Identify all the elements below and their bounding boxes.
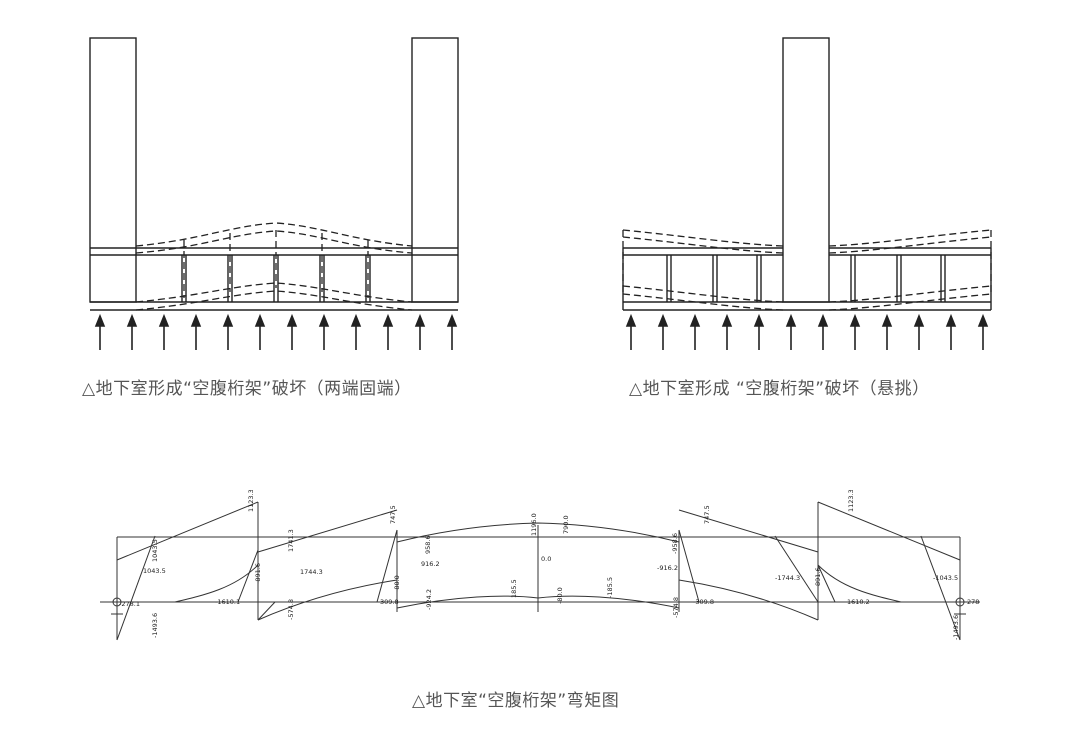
moment-label: 278	[967, 598, 979, 606]
moment-label: -924.2	[425, 589, 433, 610]
moment-label: 1610.2	[847, 598, 870, 606]
bending-moment-diagram: 1123.3 1043.5 1043.5 -1493.6 -278.1 -161…	[100, 490, 980, 641]
right-tower	[411, 37, 459, 303]
moment-label: -1043.5	[933, 574, 958, 582]
moment-label: -891.6	[254, 563, 262, 584]
moment-label: -574.8	[287, 599, 295, 620]
moment-label: -185.5	[606, 577, 614, 598]
moment-label: 1123.3	[847, 490, 855, 512]
caption-fixed-ends: △地下室形成“空腹桁架”破坏（两端固端）	[82, 379, 412, 399]
moment-label: 1196.0	[530, 513, 538, 536]
left-tower	[89, 37, 137, 303]
moment-values: 1123.3 1043.5 1043.5 -1493.6 -278.1 -161…	[119, 490, 979, 640]
moment-label: 747.5	[703, 505, 711, 524]
moment-label: 747.5	[389, 505, 397, 524]
moment-label: -1493.6	[952, 615, 960, 640]
moment-label: 916.2	[421, 560, 440, 568]
caption-moment-diagram: △地下室“空腹桁架”弯矩图	[412, 691, 620, 711]
moment-label: -309.8	[693, 598, 714, 606]
moment-label: 1741.3	[287, 529, 295, 552]
reaction-arrows	[625, 313, 989, 350]
moment-label: 309.8	[380, 598, 399, 606]
center-tower	[782, 37, 830, 303]
moment-label: -278.1	[119, 600, 140, 608]
moment-label: -1744.3	[775, 574, 800, 582]
moment-label: 185.5	[510, 579, 518, 598]
moment-label: 891.6	[814, 567, 822, 586]
moment-label: 1043.5	[143, 567, 166, 575]
moment-label: 0.0	[541, 555, 551, 563]
diagram-fixed-ends	[89, 37, 459, 350]
moment-label: 1123.3	[247, 490, 255, 512]
moment-label: -916.2	[657, 564, 678, 572]
moment-label: 1043.5	[151, 539, 159, 562]
caption-cantilever: △地下室形成 “空腹桁架”破坏（悬挑）	[629, 379, 930, 399]
moment-label: -574.8	[672, 597, 680, 618]
moment-label: -80.0	[393, 575, 401, 592]
moment-label: -958.6	[671, 533, 679, 554]
moment-label: 1744.3	[300, 568, 323, 576]
moment-label: 790.0	[562, 515, 570, 534]
moment-label: 958.6	[424, 535, 432, 554]
moment-label: -1610.1	[215, 598, 240, 606]
diagram-cantilever	[622, 37, 992, 350]
moment-label: -1493.6	[151, 613, 159, 638]
reaction-arrows	[94, 313, 458, 350]
moment-label: -80.0	[556, 587, 564, 604]
